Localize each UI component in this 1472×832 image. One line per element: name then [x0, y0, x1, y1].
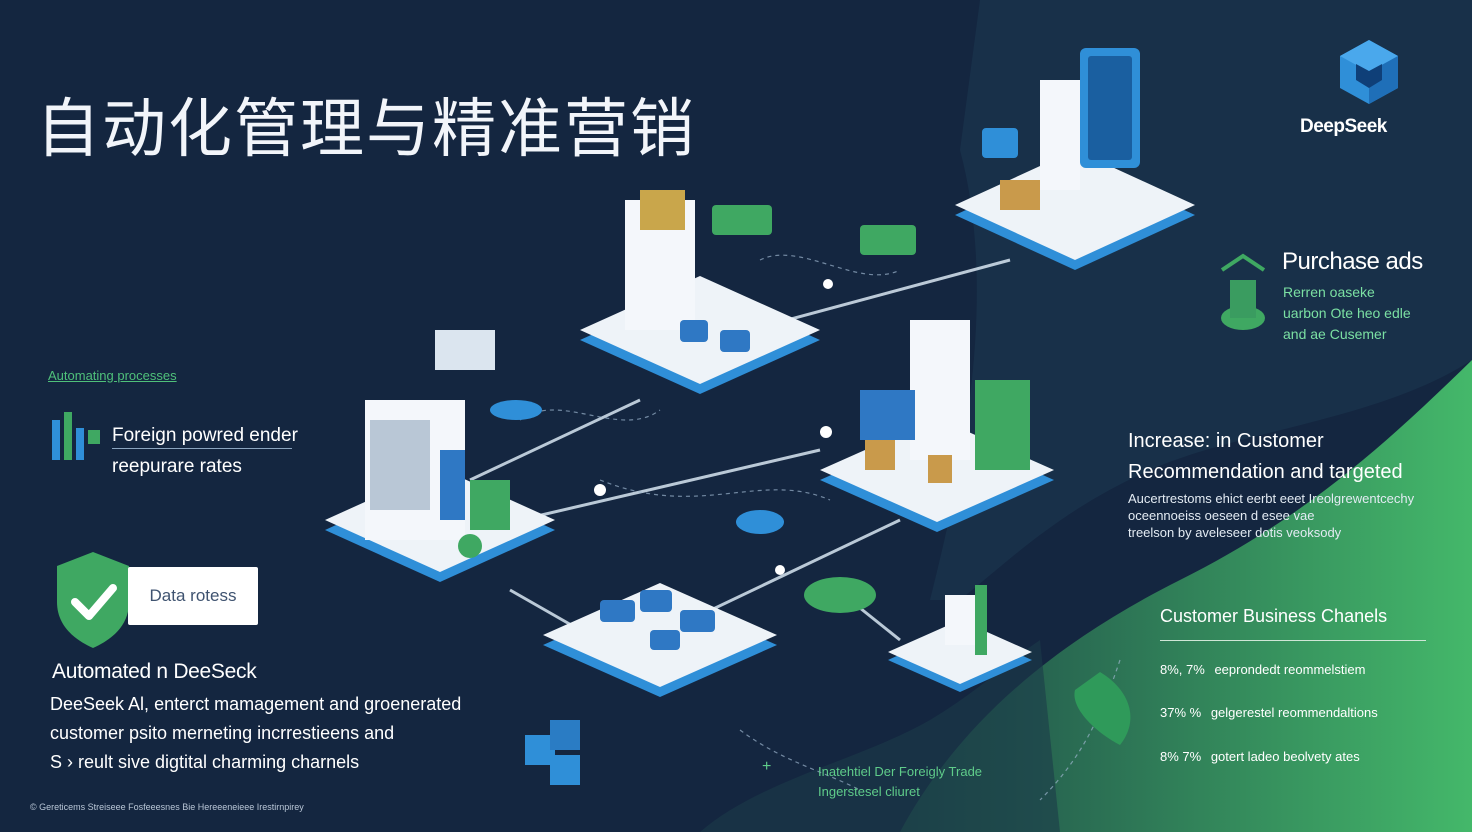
purchase-line-1: Rerren oaseke: [1283, 284, 1375, 300]
shield-check-icon: [57, 552, 129, 648]
platform-left: [325, 400, 555, 582]
channel-text: gelgerestel reommendaltions: [1210, 705, 1378, 720]
channel-value: 8% 7%: [1160, 749, 1202, 764]
purchase-title: Purchase ads: [1282, 248, 1423, 275]
channels-divider: [1160, 640, 1426, 641]
divider: [112, 448, 292, 449]
purchase-line-3: and ae Cusemer: [1283, 326, 1387, 342]
automated-line-1: DeeSeek Al, enterct mamagement and groen…: [50, 694, 462, 714]
channel-item: 8% 7% gotert ladeo beolvety ates: [1160, 749, 1360, 764]
platform-center-right: [820, 320, 1054, 532]
process-label: Automating processes: [48, 368, 177, 383]
brand-name: DeepSeek: [1300, 116, 1387, 137]
automated-line-3: S › reult sive digtital charming charnel…: [50, 752, 360, 772]
channel-item: 37% % gelgerestel reommendaltions: [1160, 705, 1378, 720]
bottom-note: Inatehtiel Der Foreigly Trade Ingerstese…: [818, 762, 982, 802]
cube-stack-decor: [525, 720, 580, 785]
automated-body: DeeSeek Al, enterct mamagement and groen…: [50, 690, 461, 777]
channels-title: Customer Business Chanels: [1160, 606, 1388, 626]
increase-title: Increase: in Customer Recommendation and…: [1128, 426, 1403, 488]
purchase-line-2: uarbon Ote heo edle: [1283, 305, 1411, 321]
bar-stack-decor: [52, 412, 100, 460]
data-box: Data rotess: [128, 567, 258, 625]
platform-top-right: [955, 48, 1195, 270]
footnote: © Gereticems Streiseee Fosfeeesnes Bie H…: [30, 802, 304, 812]
purchase-body: Rerren oaseke uarbon Ote heo edle and ae…: [1283, 282, 1411, 345]
cube-logo-icon: [1340, 40, 1398, 104]
foreign-text: Foreign powred ender reepurare rates: [112, 420, 298, 482]
channel-text: eeprondedt reommelstiem: [1214, 662, 1366, 677]
bottom-note-line-2: Ingerstesel cliuret: [818, 784, 920, 799]
page-title: 自动化管理与精准营销: [36, 93, 696, 165]
increase-body: Aucertrestoms ehict eerbt eeet Ireolgrew…: [1128, 490, 1414, 541]
channel-text: gotert ladeo beolvety ates: [1210, 749, 1360, 764]
increase-line-2: Recommendation and targeted: [1128, 461, 1403, 483]
channel-item: 8%, 7% eeprondedt reommelstiem: [1160, 662, 1365, 677]
platform-bottom-center: [543, 583, 777, 697]
channel-value: 8%, 7%: [1160, 662, 1205, 677]
automated-title: Automated n DeeSeck: [52, 660, 257, 683]
platform-top-center: [580, 190, 820, 394]
increase-body-1: Aucertrestoms ehict eerbt eeet Ireolgrew…: [1128, 491, 1415, 506]
purchase-icon: [1220, 253, 1266, 330]
increase-body-2: oceennoeiss oeseen d esee vae: [1128, 508, 1315, 523]
bottom-note-line-1: Inatehtiel Der Foreigly Trade: [818, 764, 983, 779]
increase-line-1: Increase: in Customer: [1128, 430, 1324, 452]
channel-value: 37% %: [1160, 705, 1202, 720]
foreign-line-2: reepurare rates: [112, 456, 242, 477]
plus-mark: +: [762, 758, 772, 775]
increase-body-3: treelson by aveleseer dotis veoksody: [1128, 525, 1342, 540]
automated-line-2: customer psito merneting incrrestieens a…: [50, 723, 395, 743]
platform-bottom-right: [888, 585, 1032, 692]
foreign-line-1: Foreign powred ender: [112, 425, 298, 446]
